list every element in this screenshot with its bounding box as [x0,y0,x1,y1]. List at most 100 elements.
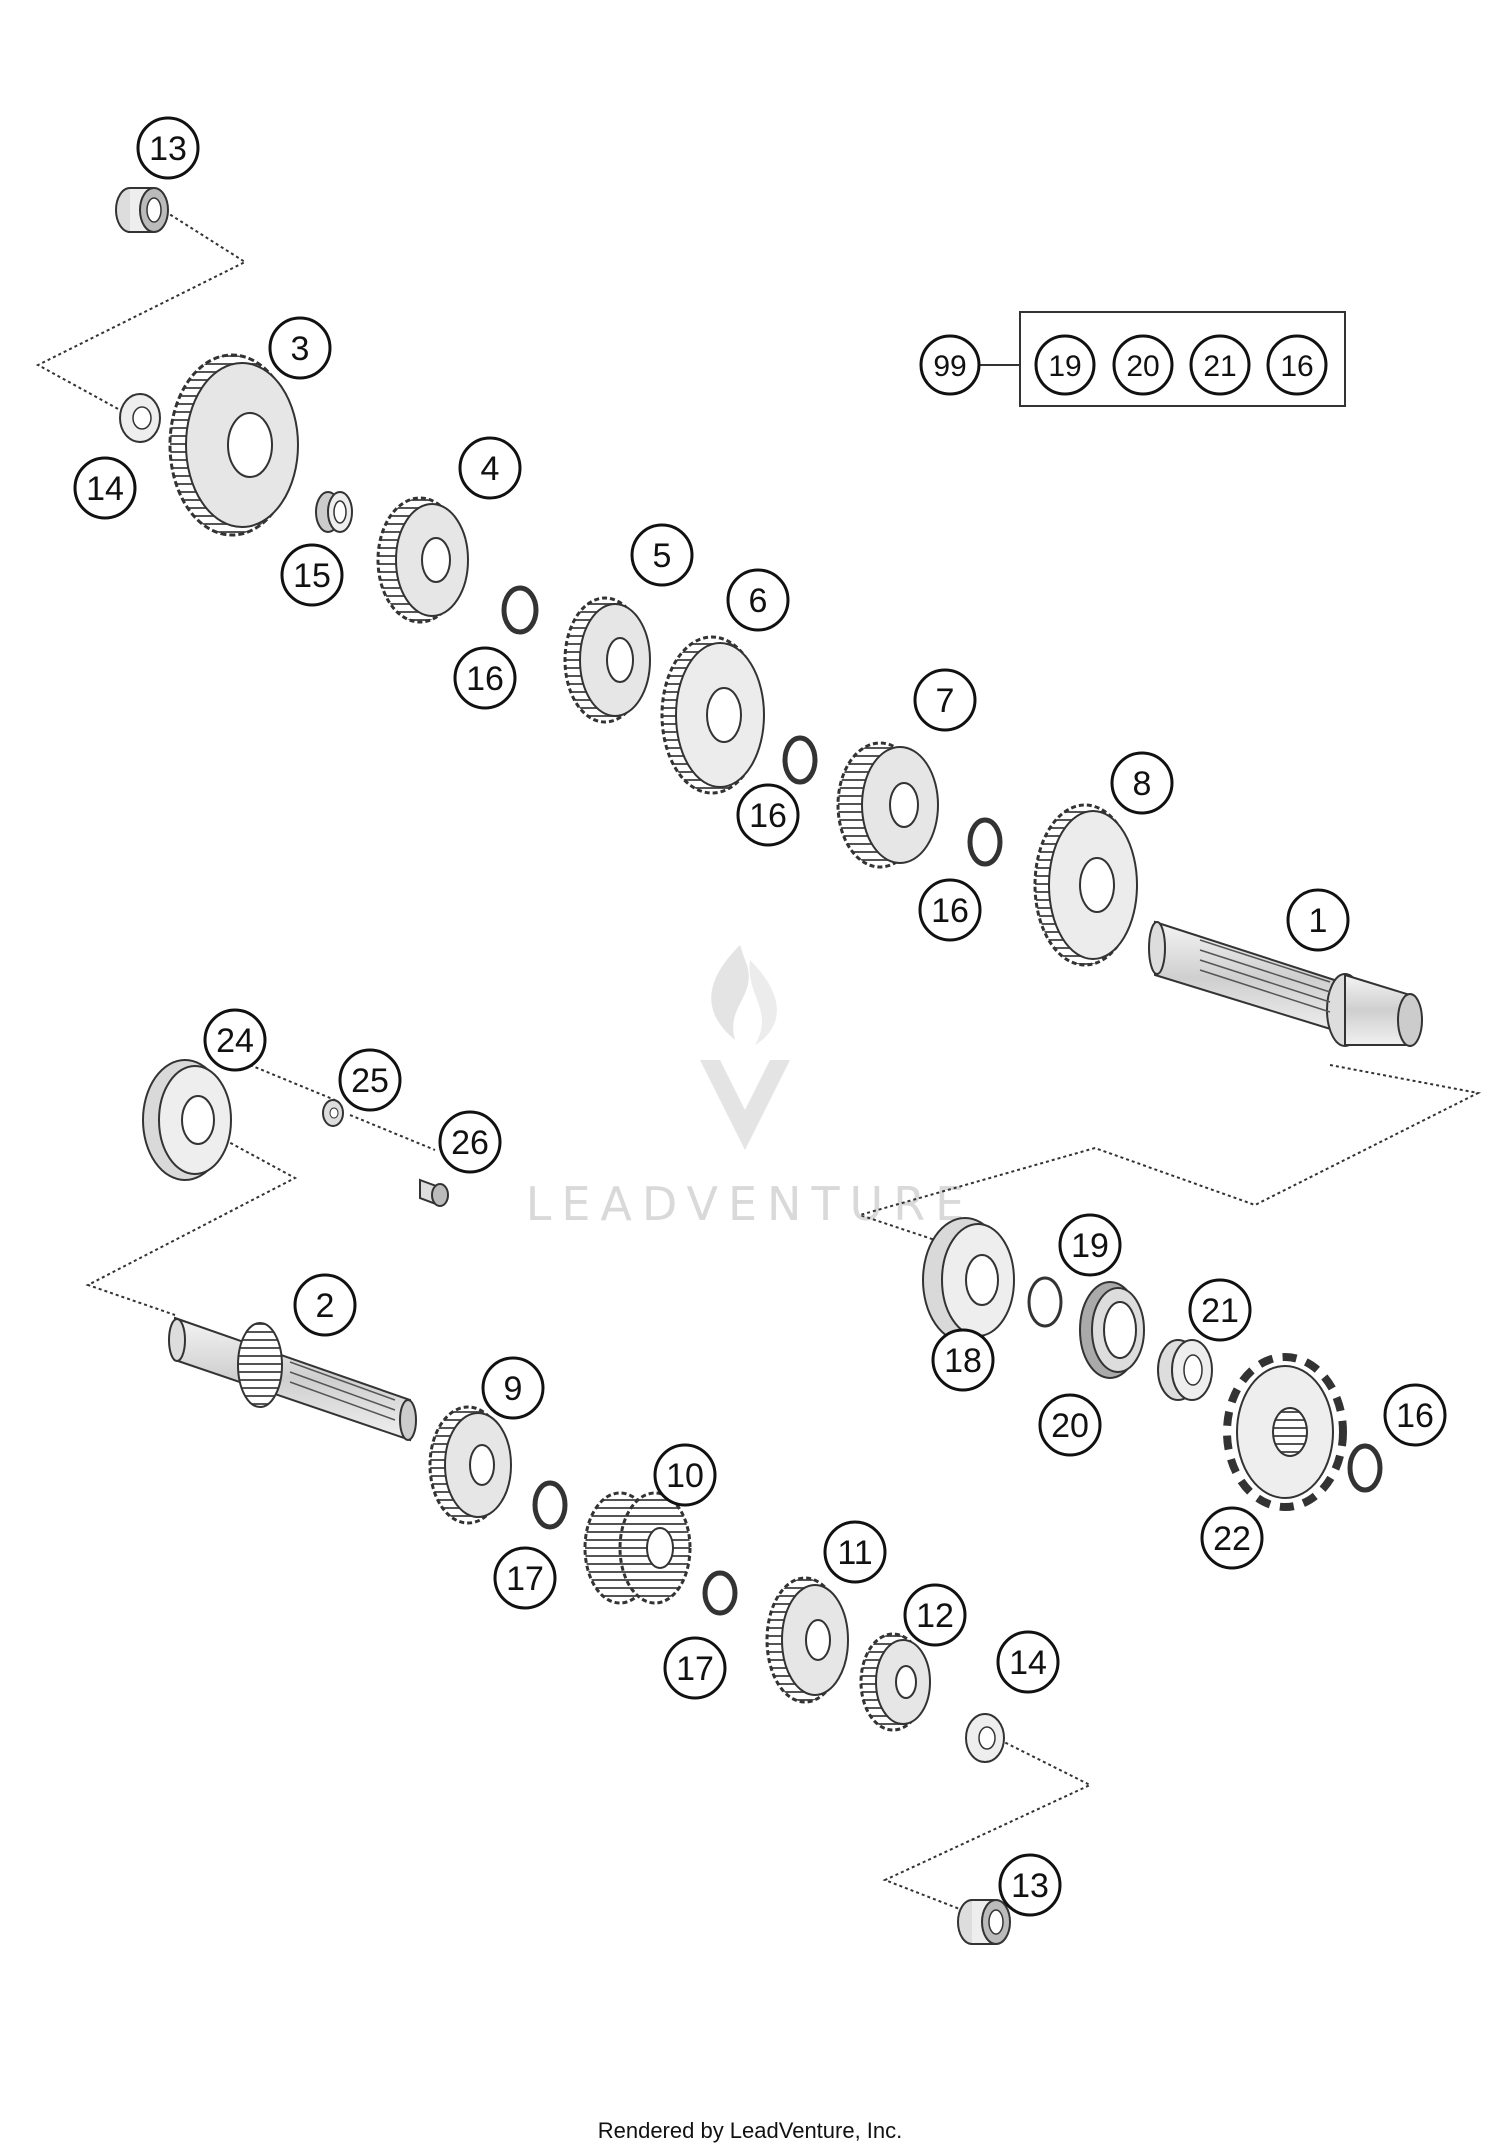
callout-17b: 17 [663,1636,727,1700]
callout-number: 16 [749,797,787,835]
callout-number: 20 [1051,1407,1089,1445]
callout-number: 14 [86,470,124,508]
callout-number: 24 [216,1022,254,1060]
kit-bracket [980,311,1346,407]
callout-14a: 14 [73,456,137,520]
callout-circle [1286,888,1350,952]
callout-circle [736,783,800,847]
callout-13b: 13 [998,1853,1062,1917]
callout-number: 4 [481,450,500,488]
watermark-logo [700,945,790,1150]
callout-circle [1266,334,1328,396]
kit-callout-99: 99 [919,334,981,396]
callout-9: 9 [481,1356,545,1420]
callout-circle [481,1356,545,1420]
callout-circle [996,1630,1060,1694]
part-13-needle-bearing-bottom [957,1899,1011,1945]
part-20-shaft-seal [1079,1281,1145,1379]
callout-number: 13 [149,130,187,168]
callout-number: 20 [1126,350,1159,383]
callout-number: 3 [291,330,310,368]
callout-15: 15 [280,543,344,607]
kit-callout-labels: 99 19 20 21 16 [919,334,1328,396]
callout-number: 7 [936,682,955,720]
callout-number: 17 [676,1650,714,1688]
callout-circle [458,436,522,500]
callout-19: 19 [1058,1213,1122,1277]
callout-circle [293,1273,357,1337]
callout-number: 21 [1203,350,1236,383]
callout-number: 18 [944,1342,982,1380]
callout-12: 12 [903,1583,967,1647]
callout-number: 8 [1133,765,1152,803]
callout-circle [919,334,981,396]
part-5-gear [563,596,651,724]
callout-24: 24 [203,1008,267,1072]
callout-circle [1112,334,1174,396]
callout-circle [338,1048,402,1112]
callout-number: 15 [293,557,331,595]
leader-lines [35,204,1482,1916]
callout-circle [998,1853,1062,1917]
callout-circle [1034,334,1096,396]
callout-circle [493,1546,557,1610]
part-14-washer-top [119,393,161,443]
callout-circle [823,1520,887,1584]
part-2-countershaft [168,1316,417,1442]
watermark-text: LEADVENTURE [526,1177,975,1231]
callout-number: 10 [666,1457,704,1495]
callout-number: 6 [749,582,768,620]
part-15-bushing [315,491,353,533]
callout-circle [726,568,790,632]
callout-circle [1189,334,1251,396]
callout-circle [1200,1506,1264,1570]
callout-circle [653,1443,717,1507]
part-17-circlip-a [532,1480,568,1530]
callout-number: 11 [837,1534,872,1572]
part-16-circlip-d [1347,1443,1383,1493]
part-4-gear [376,496,469,624]
callout-circle [663,1636,727,1700]
part-14-washer-bottom [965,1713,1005,1763]
callout-21: 21 [1188,1278,1252,1342]
callout-circle [630,523,694,587]
callout-circle [931,1328,995,1392]
callout-5: 5 [630,523,694,587]
callout-6: 6 [726,568,790,632]
callout-3: 3 [268,316,332,380]
callout-number: 25 [351,1062,389,1100]
callout-4: 4 [458,436,522,500]
callout-number: 17 [506,1560,544,1598]
callout-13a: 13 [136,116,200,180]
part-16-circlip-a [501,585,539,635]
part-13-needle-bearing-top [115,187,169,233]
callout-circle [280,543,344,607]
part-11-gear [765,1576,849,1704]
callout-circle [913,668,977,732]
callout-16a: 16 [453,646,517,710]
kit-content-callout-16: 16 [1266,334,1328,396]
part-7-gear [836,741,939,869]
callout-18: 18 [931,1328,995,1392]
part-25-washer [322,1099,344,1127]
callout-number: 16 [1280,350,1313,383]
callout-circle [268,316,332,380]
callout-11: 11 [823,1520,887,1584]
callout-25: 25 [338,1048,402,1112]
part-18-bearing [922,1217,1015,1343]
part-3-gear [168,353,299,537]
callout-circle [1058,1213,1122,1277]
callout-number: 19 [1048,350,1081,383]
part-17-circlip-b [702,1570,738,1616]
callout-circle [903,1583,967,1647]
callout-circle [453,646,517,710]
callout-number: 26 [451,1124,489,1162]
part-16-circlip-b [782,735,818,785]
kit-content-callout-21: 21 [1189,334,1251,396]
part-6-gear [660,635,765,795]
part-21-spacer [1157,1339,1213,1401]
callout-number: 13 [1011,1867,1049,1905]
callout-26: 26 [438,1110,502,1174]
